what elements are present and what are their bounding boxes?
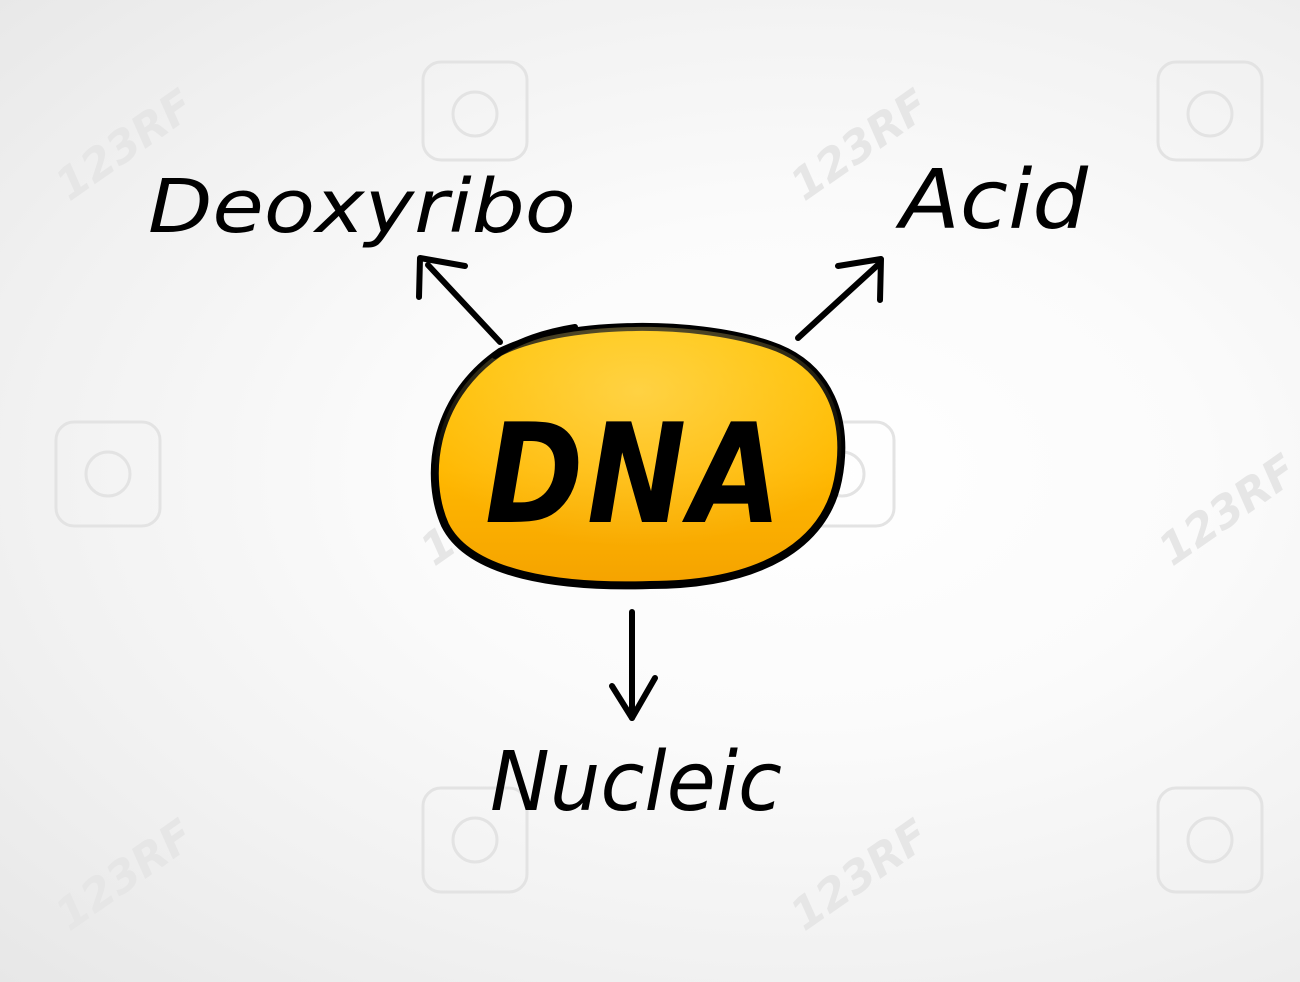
label-nucleic: Nucleic	[490, 735, 782, 830]
arrow-to-acid	[795, 256, 884, 341]
watermark-text: 123RF	[781, 810, 938, 941]
watermark-camera-icon	[1156, 60, 1264, 162]
watermark-camera-icon	[421, 786, 529, 894]
watermark-camera-icon	[54, 420, 162, 528]
label-acid: Acid	[895, 153, 1089, 248]
label-deoxyribo: Deoxyribo	[148, 164, 576, 250]
watermark-camera-icon	[421, 60, 529, 162]
watermark-text: 123RF	[1149, 445, 1300, 576]
arrows	[416, 255, 884, 721]
watermark-text: 123RF	[46, 810, 203, 941]
dna-label: DNA	[485, 394, 785, 555]
dna-node: DNA	[430, 322, 846, 590]
arrow-to-nucleic	[609, 609, 658, 721]
watermark-camera-icon	[1156, 786, 1264, 894]
arrow-to-deoxyribo	[416, 255, 503, 345]
